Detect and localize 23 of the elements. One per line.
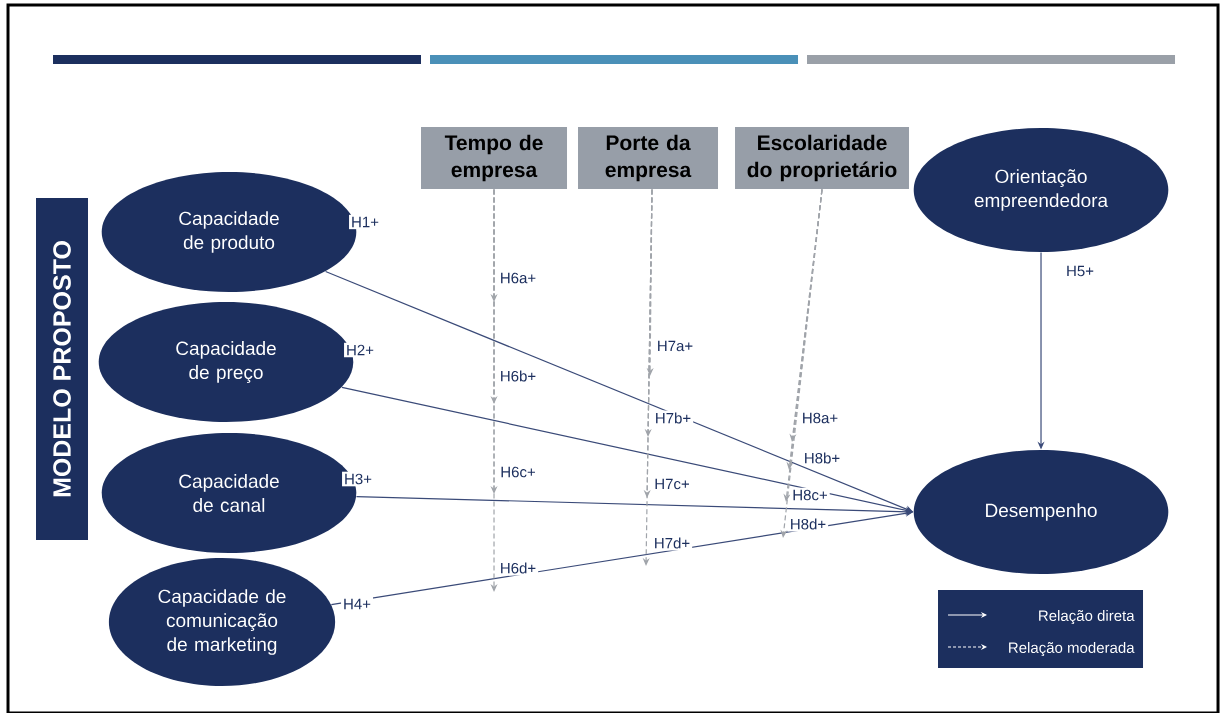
edge-label: H4+ (341, 596, 373, 612)
edge-label: H7a+ (654, 338, 696, 354)
edge-label: H8b+ (801, 450, 843, 466)
edge-label: H3+ (342, 471, 374, 487)
edge-label: H6b+ (497, 368, 539, 384)
moderator-box: Porte da empresa (578, 127, 718, 189)
moderator-box: Escolaridade do proprietário (735, 127, 909, 189)
edge-label: H7d+ (651, 535, 693, 551)
edge-label: H5+ (1064, 263, 1096, 279)
edge-label: H7c+ (652, 476, 692, 492)
edge-label: H1+ (349, 214, 381, 230)
edge-label: H8d+ (787, 516, 829, 532)
edge-label: H8a+ (799, 410, 841, 426)
edge-label: H6d+ (497, 560, 539, 576)
moderator-box: Tempo de empresa (421, 127, 567, 189)
edge-label: H8c+ (790, 487, 830, 503)
legend-text: Relação direta (1039, 610, 1135, 624)
edge-label: H6a+ (497, 270, 539, 286)
edge-label: H7b+ (652, 410, 694, 426)
edge-label: H6c+ (498, 464, 538, 480)
edge-label: H2+ (344, 342, 376, 358)
legend-text: Relação moderada (1009, 642, 1135, 656)
title-band: MODELO PROPOSTO (36, 198, 88, 540)
